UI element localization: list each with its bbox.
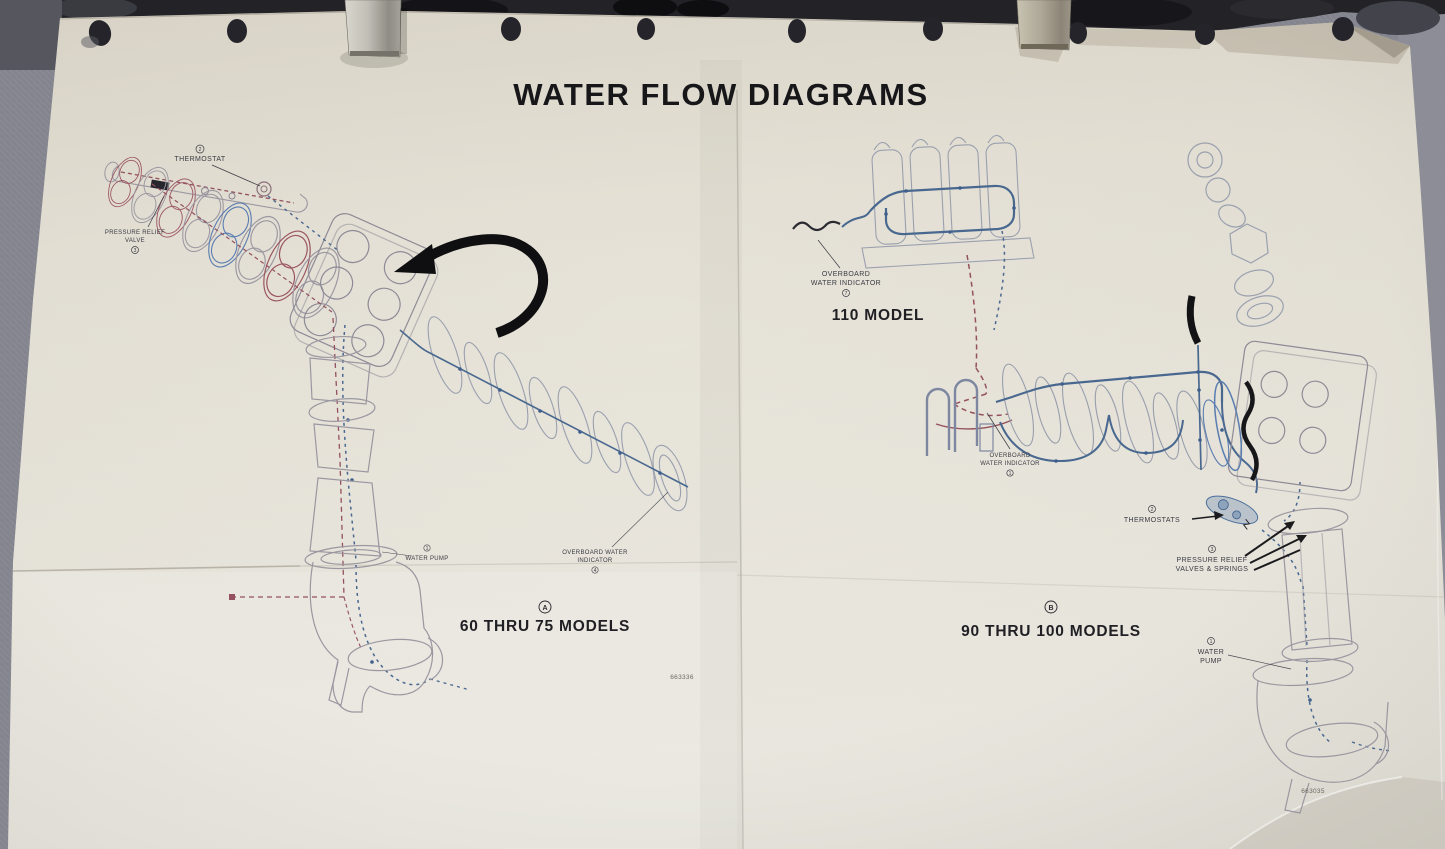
prv-b-line1: PRESSURE RELIEF: [1177, 557, 1248, 564]
diagram-110-model: OVERBOARD WATER INDICATOR 7 110 MODEL: [792, 134, 1035, 369]
overboard-110-callout: 7: [845, 291, 848, 297]
label-water-pump-a: 1 WATER PUMP: [381, 544, 449, 562]
engine-block: [289, 213, 439, 378]
overboard-b-line2: WATER INDICATOR: [980, 461, 1040, 467]
label-prv-b: 3 PRESSURE RELIEF VALVES & SPRINGS: [1176, 521, 1307, 573]
water-pump-b-line1: WATER: [1198, 649, 1225, 656]
prv-b-line2: VALVES & SPRINGS: [1176, 566, 1249, 573]
caption-b: B 90 THRU 100 MODELS: [961, 600, 1141, 640]
water-pump-b-callout: 1: [1210, 639, 1213, 645]
part-number-a: 663336: [670, 674, 694, 681]
intake-hose: [792, 220, 841, 232]
lower-unit-b: [1252, 507, 1390, 814]
label-pressure-relief-valve: PRESSURE RELIEF VALVE 3: [105, 195, 165, 254]
engine-block-b: [1213, 340, 1377, 501]
overboard-a-line2: INDICATOR: [577, 558, 613, 564]
overboard-a-callout: 4: [594, 568, 597, 574]
label-thermostat: 2 THERMOSTAT: [174, 144, 261, 187]
caption-b-text: 90 THRU 100 MODELS: [961, 623, 1141, 640]
caption-a: A 60 THRU 75 MODELS: [460, 600, 630, 635]
label-water-pump-b: 1 WATER PUMP: [1198, 637, 1292, 670]
thermostats-label: THERMOSTATS: [1124, 517, 1180, 524]
overboard-a-line1: OVERBOARD WATER: [562, 550, 628, 556]
caption-110: 110 MODEL: [832, 307, 924, 324]
curved-arrow-icon: [394, 234, 549, 338]
paper-curl: [1229, 429, 1445, 849]
binder-clip-left: [344, 0, 407, 58]
prv-line1: PRESSURE RELIEF: [105, 230, 165, 236]
u-tubes: [925, 378, 994, 456]
label-overboard-a: OVERBOARD WATER INDICATOR 4: [562, 491, 669, 574]
flow-dots-110: [884, 186, 1016, 234]
label-overboard-b: OVERBOARD WATER INDICATOR 1: [980, 412, 1040, 477]
diagram-90-100-models: OVERBOARD WATER INDICATOR 1 2 THERMOSTAT…: [925, 142, 1393, 814]
thermostat-part: [256, 181, 272, 197]
overboard-110-line2: WATER INDICATOR: [811, 280, 881, 287]
flow-dots-blue-b: [1054, 370, 1312, 702]
badge-a: A: [542, 605, 547, 612]
folded-corner: [1072, 22, 1410, 64]
overboard-110-line1: OVERBOARD: [822, 271, 870, 278]
flow-lines-blue: [267, 195, 689, 691]
flow-loop-110: [841, 184, 1016, 331]
thermostat-callout: 2: [199, 147, 202, 153]
vertical-fold-crease: [700, 60, 744, 849]
horizontal-fold-crease: [8, 561, 1445, 849]
diagram-60-75-models: 2 THERMOSTAT PRESSURE RELIEF VALVE 3 1 W…: [101, 144, 694, 713]
label-thermostats-b: 2 THERMOSTATS: [1124, 505, 1224, 524]
prv-line2: VALVE: [125, 238, 145, 244]
thermostat-cluster: [1205, 495, 1259, 530]
plate-row-b: [1001, 363, 1230, 470]
water-pump-a-callout: 1: [426, 546, 429, 552]
engine-block-110: [861, 134, 1035, 269]
plate-row: [427, 316, 688, 512]
overboard-b-callout: 1: [1009, 471, 1012, 477]
water-pump-a-label: WATER PUMP: [406, 556, 449, 562]
overboard-b-line1: OVERBOARD: [989, 453, 1030, 459]
thermostat-label: THERMOSTAT: [174, 156, 226, 163]
midsection-lower-unit: [304, 335, 444, 713]
prv-b-callout: 3: [1211, 547, 1214, 553]
top-parts-cluster: [1187, 142, 1284, 327]
punch-holes: [81, 17, 1354, 48]
page-title: WATER FLOW DIAGRAMS: [513, 77, 928, 112]
caption-a-text: 60 THRU 75 MODELS: [460, 618, 630, 635]
label-overboard-110: OVERBOARD WATER INDICATOR 7: [811, 239, 881, 297]
black-pipe: [1186, 295, 1202, 345]
thermostats-callout: 2: [1151, 507, 1154, 513]
flow-lines-red-b: [935, 367, 1013, 430]
badge-b: B: [1048, 605, 1053, 612]
part-number-b: 663035: [1301, 788, 1325, 795]
prv-callout: 3: [134, 248, 137, 254]
water-pump-b-line2: PUMP: [1200, 658, 1222, 665]
flow-line-red-110: [966, 254, 978, 369]
binder-clip-right: [1016, 0, 1072, 51]
